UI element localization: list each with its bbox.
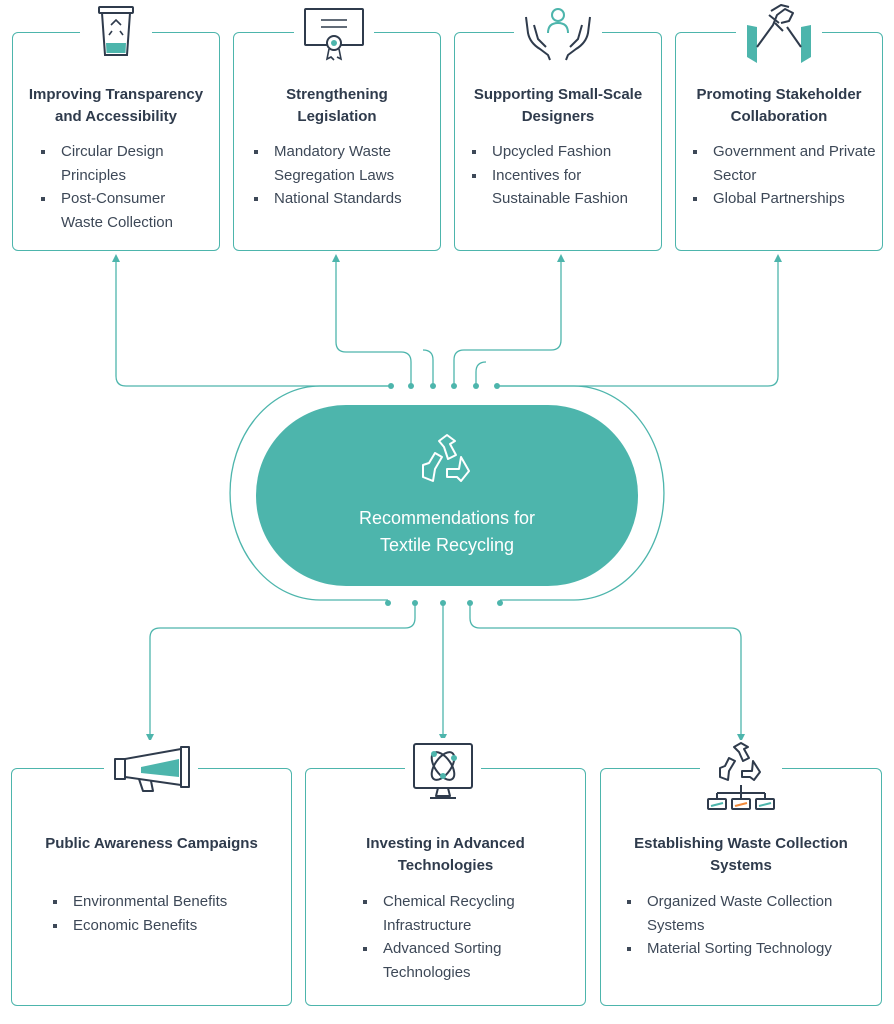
recycle-bin-icon: [80, 0, 152, 62]
card-title-line1: Investing in Advanced: [366, 835, 525, 852]
card-title: Supporting Small-Scale Designers: [455, 84, 661, 128]
card-title: Improving Transparency and Accessibility: [13, 84, 219, 128]
monitor-atom-icon: [405, 738, 481, 804]
list-item: Upcycled Fashion: [472, 140, 657, 164]
handshake-icon: [736, 0, 822, 64]
card-list: Chemical Recycling Infrastructure Advanc…: [363, 890, 578, 984]
list-item: Government and Private Sector: [693, 140, 878, 187]
center-title: Recommendations for Textile Recycling: [256, 505, 638, 559]
megaphone-icon: [104, 740, 198, 796]
list-item: Circular Design Principles: [41, 140, 211, 187]
card-public-awareness: Public Awareness Campaigns Environmental…: [11, 768, 292, 1006]
list-item: Environmental Benefits: [53, 890, 283, 914]
list-item: Economic Benefits: [53, 914, 283, 938]
list-item: Post-Consumer Waste Collection: [41, 187, 211, 234]
card-title-line1: Improving Transparency: [28, 86, 204, 103]
card-stakeholder-collaboration: Promoting Stakeholder Collaboration Gove…: [675, 32, 883, 251]
card-small-scale-designers: Supporting Small-Scale Designers Upcycle…: [454, 32, 662, 251]
list-item: Mandatory Waste Segregation Laws: [254, 140, 434, 187]
connector-top-2b: [422, 349, 434, 386]
card-title: Establishing Waste Collection Systems: [601, 833, 881, 877]
center-title-line1: Recommendations for: [358, 508, 536, 528]
connector-top-2: [332, 254, 412, 386]
certificate-icon: [294, 0, 374, 64]
recycle-network-icon: [700, 740, 782, 814]
hands-supporting-person-icon: [514, 0, 602, 64]
connector-top-3b: [475, 361, 487, 386]
list-item: Advanced Sorting Technologies: [363, 937, 578, 984]
card-title-line2: Legislation: [297, 108, 377, 125]
card-list: Environmental Benefits Economic Benefits: [53, 890, 283, 937]
card-title-line2: Collaboration: [730, 108, 828, 125]
card-title: Public Awareness Campaigns: [12, 833, 291, 855]
card-title-line2: Systems: [710, 857, 772, 874]
recycle-icon: [422, 434, 470, 482]
card-advanced-technologies: Investing in Advanced Technologies Chemi…: [305, 768, 586, 1006]
card-transparency: Improving Transparency and Accessibility…: [12, 32, 220, 251]
card-title: Promoting Stakeholder Collaboration: [676, 84, 882, 128]
connector-bottom-3: [469, 603, 745, 742]
card-title-line1: Promoting Stakeholder: [696, 86, 862, 103]
list-item: Material Sorting Technology: [627, 937, 877, 961]
card-title: Strengthening Legislation: [234, 84, 440, 128]
center-node: Recommendations for Textile Recycling: [256, 405, 638, 586]
card-list: Organized Waste Collection Systems Mater…: [627, 890, 877, 961]
card-title-line1: Establishing Waste Collection: [634, 835, 848, 852]
connector-dots-bottom: [385, 600, 503, 606]
card-title-line1: Supporting Small-Scale: [473, 86, 643, 103]
card-list: Upcycled Fashion Incentives for Sustaina…: [472, 140, 657, 211]
list-item: Incentives for Sustainable Fashion: [472, 164, 657, 211]
card-title-line2: and Accessibility: [55, 108, 177, 125]
card-title-line2: Technologies: [397, 857, 494, 874]
connector-dots-top: [388, 383, 500, 389]
card-title-line1: Strengthening: [286, 86, 388, 103]
card-list: Government and Private Sector Global Par…: [693, 140, 878, 211]
connector-top-3: [453, 254, 565, 386]
connector-top-4: [497, 254, 782, 387]
list-item: Chemical Recycling Infrastructure: [363, 890, 578, 937]
center-title-line2: Textile Recycling: [379, 535, 515, 555]
list-item: National Standards: [254, 187, 434, 211]
connector-bottom-1: [146, 603, 416, 742]
card-list: Circular Design Principles Post-Consumer…: [41, 140, 211, 234]
card-legislation: Strengthening Legislation Mandatory Wast…: [233, 32, 441, 251]
card-title-line1: Public Awareness Campaigns: [45, 835, 258, 852]
list-item: Global Partnerships: [693, 187, 878, 211]
list-item: Organized Waste Collection Systems: [627, 890, 877, 937]
card-title: Investing in Advanced Technologies: [306, 833, 585, 877]
connector-top-1: [112, 254, 391, 387]
card-title-line2: Designers: [521, 108, 595, 125]
card-list: Mandatory Waste Segregation Laws Nationa…: [254, 140, 434, 211]
